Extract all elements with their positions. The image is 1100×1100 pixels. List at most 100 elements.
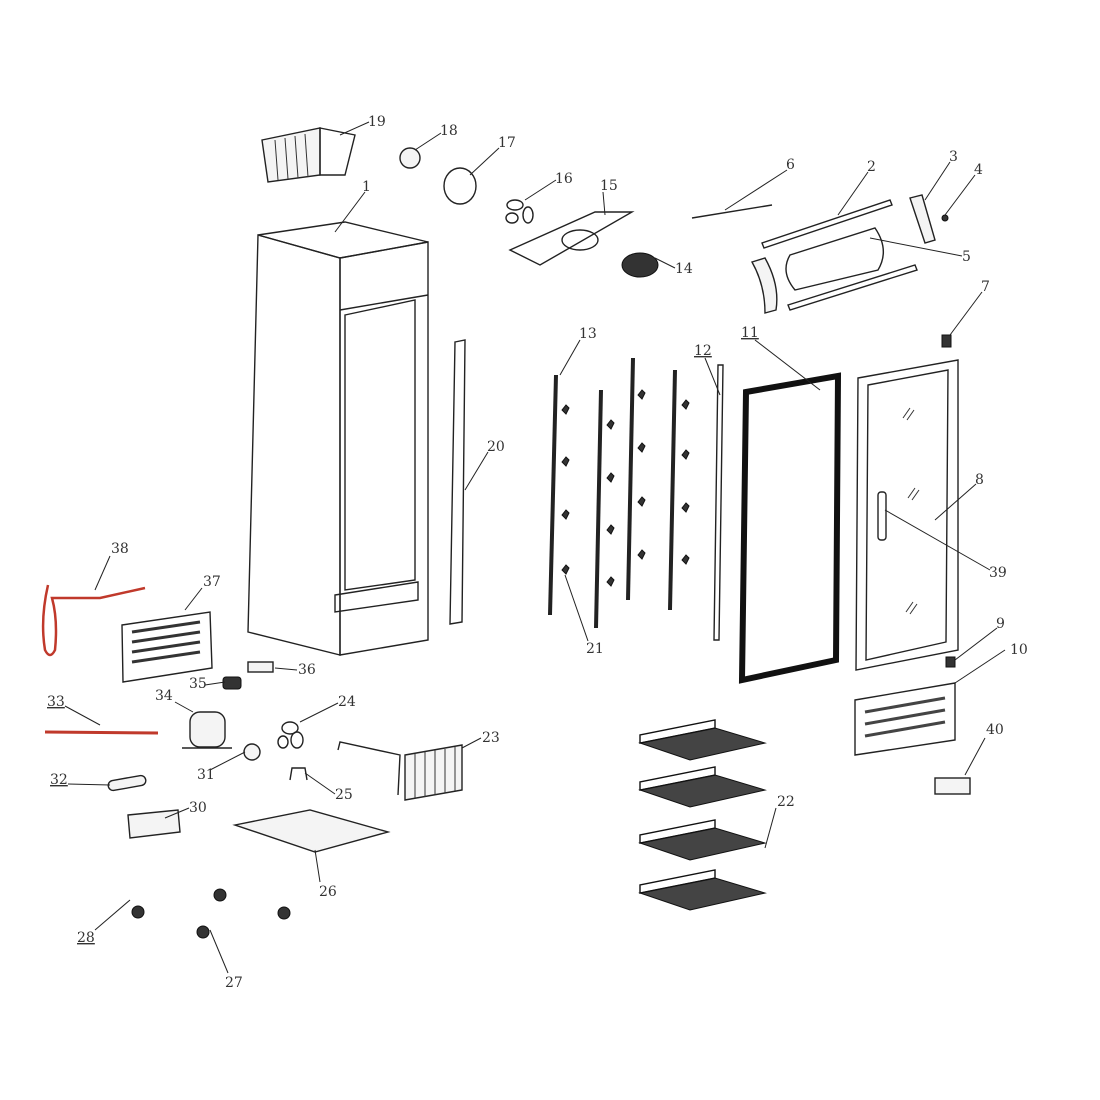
part-shelf-clips [561, 389, 690, 587]
part-label-6: 6 [786, 157, 795, 173]
leader-line-14 [654, 257, 676, 269]
leader-line-5 [869, 237, 963, 257]
part-label-19: 19 [368, 114, 386, 130]
clip [561, 564, 570, 575]
part-door-gasket [738, 372, 842, 684]
part-overload [222, 676, 242, 690]
part-label-20: 20 [487, 439, 505, 455]
part-label-30: 30 [189, 800, 207, 816]
part-condenser [261, 127, 356, 183]
part-label-33: 33 [47, 694, 65, 710]
part-shelf-rails [548, 357, 677, 629]
part-controller [934, 777, 971, 795]
part-label-23: 23 [482, 730, 500, 746]
part-starter [243, 743, 261, 761]
part-compressor [182, 711, 232, 749]
leader-line-11 [754, 339, 821, 391]
wire-shelf [638, 819, 767, 861]
leader-line-12 [704, 357, 721, 396]
leader-line-9 [954, 627, 998, 661]
leader-line-16 [524, 179, 557, 201]
part-label-10: 10 [1010, 642, 1028, 658]
clip [637, 496, 646, 507]
part-label-11: 11 [741, 325, 759, 341]
part-fan-guard [621, 252, 659, 278]
leader-line-20 [464, 451, 489, 491]
part-label-34: 34 [155, 688, 173, 704]
part-label-12: 12 [694, 343, 712, 359]
part-door-strip [713, 364, 724, 641]
clip [681, 449, 690, 460]
label-leaders: 1234567891011121314151617181920212223242… [47, 114, 1028, 991]
part-label-8: 8 [975, 472, 984, 488]
clip [561, 509, 570, 520]
part-label-2: 2 [867, 159, 876, 175]
part-label-5: 5 [962, 249, 971, 265]
part-drier [107, 774, 147, 792]
part-label-25: 25 [335, 787, 353, 803]
leader-line-23 [461, 737, 482, 749]
part-cabinet [247, 221, 429, 656]
part-label-38: 38 [111, 541, 129, 557]
part-label-18: 18 [440, 123, 458, 139]
part-label-36: 36 [298, 662, 316, 678]
leader-line-7 [949, 291, 983, 336]
part-hinge-top [941, 334, 952, 348]
wire-shelf [638, 869, 767, 911]
clip [637, 442, 646, 453]
clip [561, 456, 570, 467]
part-label-13: 13 [579, 326, 597, 342]
part-wire-shelves [638, 719, 767, 911]
part-hinge-bottom [945, 656, 956, 668]
part-front-grille [854, 682, 956, 756]
part-label-9: 9 [996, 616, 1005, 632]
leader-line-13 [559, 339, 581, 376]
leader-line-32 [67, 783, 111, 786]
leader-line-28 [94, 899, 131, 931]
part-condenser-fan [277, 721, 304, 749]
clip [681, 502, 690, 513]
clip [606, 524, 615, 535]
part-label-32: 32 [50, 772, 68, 788]
part-label-14: 14 [675, 261, 693, 277]
part-fan-shroud [443, 167, 477, 205]
clip [561, 404, 570, 415]
part-evaporator-cover [508, 211, 635, 266]
part-label-21: 21 [586, 641, 604, 657]
part-wire-harness [44, 730, 159, 735]
leader-line-33 [64, 705, 101, 726]
clip [681, 554, 690, 565]
leader-line-35 [204, 681, 226, 686]
leader-line-17 [469, 147, 500, 176]
part-label-1: 1 [362, 179, 371, 195]
part-base-plate [232, 809, 391, 853]
part-label-31: 31 [197, 767, 215, 783]
leader-line-22 [764, 807, 777, 849]
leader-line-30 [164, 807, 190, 819]
leader-line-8 [934, 483, 977, 521]
clip [637, 549, 646, 560]
leader-line-3 [924, 161, 951, 201]
part-label-17: 17 [498, 135, 516, 151]
part-label-40: 40 [986, 722, 1004, 738]
leader-line-24 [299, 702, 339, 723]
part-label-27: 27 [225, 975, 243, 991]
part-label-22: 22 [777, 794, 795, 810]
part-castors [131, 888, 291, 939]
leader-line-1 [334, 191, 366, 233]
part-canopy [750, 194, 949, 314]
part-glass-door [855, 359, 959, 671]
part-evaporator [337, 741, 463, 801]
wire-shelf [638, 719, 767, 761]
part-label-26: 26 [319, 884, 337, 900]
leader-line-37 [184, 587, 203, 611]
leader-line-34 [174, 701, 194, 713]
part-fan-blade [505, 199, 534, 224]
leader-line-31 [209, 751, 246, 771]
part-label-35: 35 [189, 676, 207, 692]
part-rail [691, 204, 773, 219]
leader-line-26 [314, 849, 321, 883]
leader-line-10 [954, 649, 1006, 684]
leader-line-39 [884, 509, 991, 571]
